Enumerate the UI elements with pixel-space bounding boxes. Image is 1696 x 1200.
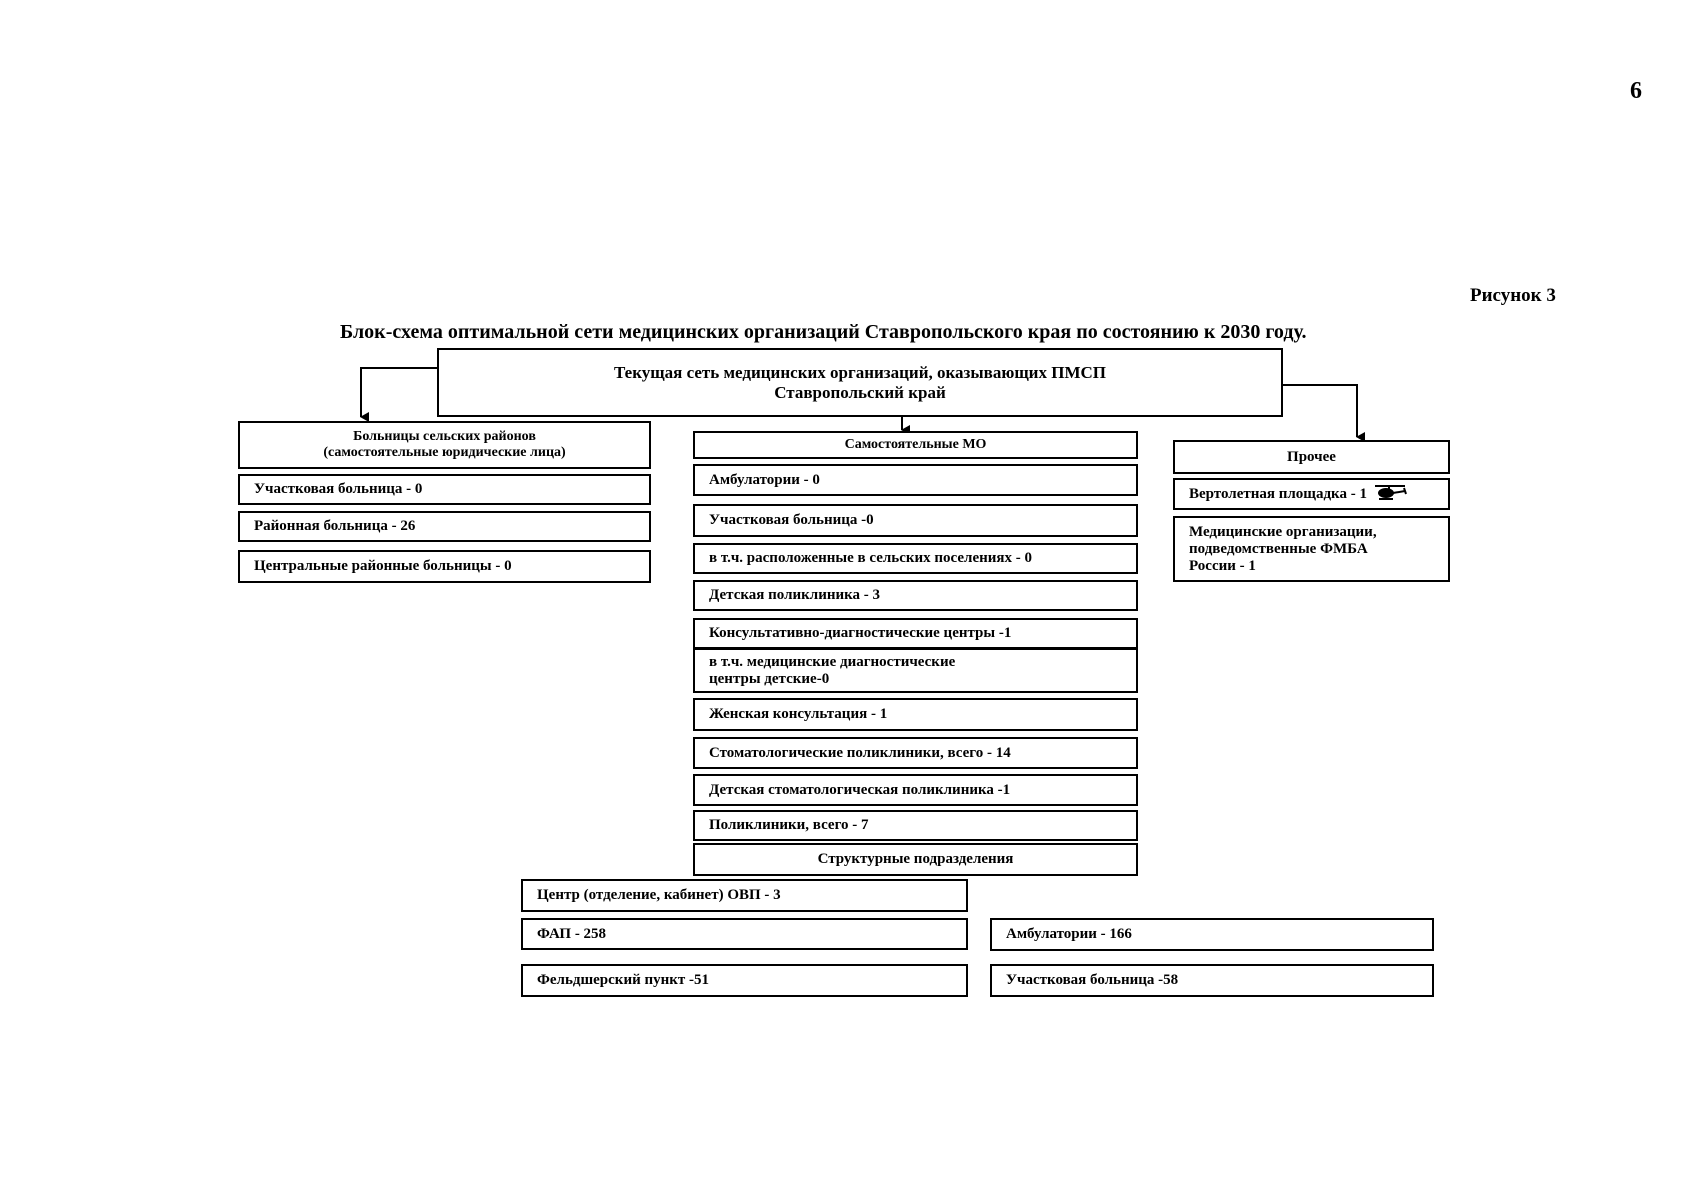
middle-branch-item: Поликлиники, всего - 7 (693, 810, 1138, 841)
arrow-to-left-branch (360, 367, 437, 422)
middle-branch-item: Участковая больница -0 (693, 504, 1138, 537)
middle-branch-item-line: в т.ч. медицинские диагностические (709, 653, 956, 670)
middle-branch-item: в т.ч. расположенные в сельских поселени… (693, 543, 1138, 574)
middle-branch-item: в т.ч. медицинские диагностические центр… (693, 648, 1138, 693)
left-branch-header-line1: Больницы сельских районов (353, 429, 536, 444)
right-branch-item-line: России - 1 (1189, 557, 1256, 574)
middle-branch-item: Детская поликлиника - 3 (693, 580, 1138, 611)
left-branch-header: Больницы сельских районов (самостоятельн… (238, 421, 651, 469)
right-branch-header: Прочее (1173, 440, 1450, 474)
structural-units-header: Структурные подразделения (693, 843, 1138, 876)
right-branch-item-line: подведомственные ФМБА (1189, 540, 1368, 557)
middle-branch-item: Женская консультация - 1 (693, 698, 1138, 731)
structural-unit-item: Участковая больница -58 (990, 964, 1434, 997)
right-branch-item: Медицинские организации, подведомственны… (1173, 516, 1450, 582)
helicopter-icon (1373, 483, 1407, 506)
diagram-title: Блок-схема оптимальной сети медицинских … (340, 321, 1307, 343)
structural-unit-item: ФАП - 258 (521, 918, 968, 950)
left-branch-header-line2: (самостоятельные юридические лица) (323, 445, 566, 460)
middle-branch-item-line: центры детские-0 (709, 670, 830, 687)
structural-unit-item: Амбулатории - 166 (990, 918, 1434, 951)
root-box: Текущая сеть медицинских организаций, ок… (437, 348, 1283, 417)
left-branch-item: Районная больница - 26 (238, 511, 651, 542)
middle-branch-header-label: Самостоятельные МО (844, 437, 987, 452)
middle-branch-item: Амбулатории - 0 (693, 464, 1138, 496)
middle-branch-header: Самостоятельные МО (693, 431, 1138, 459)
right-branch-item: Вертолетная площадка - 1 (1173, 478, 1450, 510)
left-branch-item: Участковая больница - 0 (238, 474, 651, 505)
structural-unit-item: Фельдшерский пункт -51 (521, 964, 968, 997)
page-number: 6 (1630, 78, 1642, 104)
root-box-line2: Ставропольский край (774, 382, 946, 402)
structural-unit-item: Центр (отделение, кабинет) ОВП - 3 (521, 879, 968, 912)
root-box-line1: Текущая сеть медицинских организаций, ок… (613, 362, 1106, 382)
middle-branch-item: Детская стоматологическая поликлиника -1 (693, 774, 1138, 806)
right-branch-item-line: Медицинские организации, (1189, 523, 1377, 540)
right-branch-header-label: Прочее (1287, 448, 1336, 465)
figure-label: Рисунок 3 (1470, 285, 1556, 306)
middle-branch-item: Стоматологические поликлиники, всего - 1… (693, 737, 1138, 769)
arrow-to-right-branch (1283, 384, 1365, 442)
right-branch-item-label: Вертолетная площадка - 1 (1189, 485, 1367, 502)
structural-units-header-label: Структурные подразделения (817, 851, 1014, 867)
middle-branch-item: Консультативно-диагностические центры -1 (693, 618, 1138, 649)
left-branch-item: Центральные районные больницы - 0 (238, 550, 651, 583)
